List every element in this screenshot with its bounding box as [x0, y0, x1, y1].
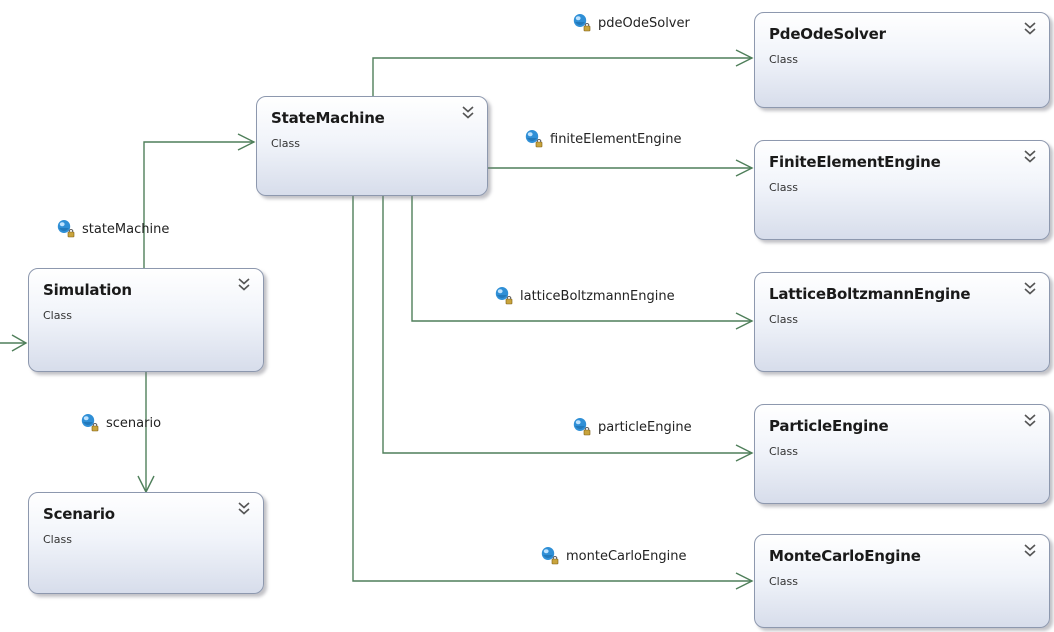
double-chevron-down-icon[interactable]: [1023, 543, 1037, 559]
arrowhead-finiteElementEngine: [735, 159, 754, 177]
association-name: particleEngine: [598, 419, 692, 435]
private-property-icon: [572, 417, 592, 437]
class-name: Scenario: [43, 505, 115, 523]
class-stereotype: Class: [769, 53, 798, 66]
class-stereotype: Class: [769, 181, 798, 194]
private-property-icon: [524, 129, 544, 149]
class-name: StateMachine: [271, 109, 385, 127]
class-stereotype: Class: [769, 575, 798, 588]
association-label-finiteElementEngine[interactable]: finiteElementEngine: [524, 128, 682, 150]
arrowhead-stateMachine: [237, 133, 256, 151]
class-stereotype: Class: [769, 445, 798, 458]
association-name: scenario: [106, 415, 162, 431]
double-chevron-down-icon[interactable]: [1023, 149, 1037, 165]
class-scenario[interactable]: Scenario Class: [28, 492, 264, 594]
private-property-icon: [494, 286, 514, 306]
association-name: finiteElementEngine: [550, 131, 682, 147]
connector-stateMachine: [143, 141, 254, 268]
double-chevron-down-icon[interactable]: [1023, 413, 1037, 429]
class-name: FiniteElementEngine: [769, 153, 941, 171]
class-stereotype: Class: [271, 137, 300, 150]
arrowhead-pdeOdeSolver: [735, 49, 754, 67]
arrowhead-particleEngine: [735, 444, 754, 462]
association-label-latticeBoltzmannEngine[interactable]: latticeBoltzmannEngine: [494, 285, 675, 307]
double-chevron-down-icon[interactable]: [461, 105, 475, 121]
class-simulation[interactable]: Simulation Class: [28, 268, 264, 372]
double-chevron-down-icon[interactable]: [1023, 281, 1037, 297]
private-property-icon: [540, 546, 560, 566]
class-name: ParticleEngine: [769, 417, 889, 435]
class-stereotype: Class: [769, 313, 798, 326]
connector-particleEngine: [382, 196, 752, 454]
class-latticeboltzmannengine[interactable]: LatticeBoltzmannEngine Class: [754, 272, 1050, 372]
class-statemachine[interactable]: StateMachine Class: [256, 96, 488, 196]
class-montecarloengine[interactable]: MonteCarloEngine Class: [754, 534, 1050, 628]
connector-monteCarloEngine: [352, 196, 752, 582]
association-label-scenario[interactable]: scenario: [80, 412, 161, 434]
connector-latticeBoltzmannEngine: [411, 196, 752, 322]
private-property-icon: [80, 413, 100, 433]
class-name: LatticeBoltzmannEngine: [769, 285, 971, 303]
association-label-pdeOdeSolver[interactable]: pdeOdeSolver: [572, 12, 690, 34]
double-chevron-down-icon[interactable]: [1023, 21, 1037, 37]
class-name: MonteCarloEngine: [769, 547, 921, 565]
class-stereotype: Class: [43, 533, 72, 546]
arrowhead-latticeBoltzmannEngine: [735, 312, 754, 330]
association-name: monteCarloEngine: [566, 548, 687, 564]
double-chevron-down-icon[interactable]: [237, 277, 251, 293]
association-name: latticeBoltzmannEngine: [520, 288, 675, 304]
association-label-monteCarloEngine[interactable]: monteCarloEngine: [540, 545, 686, 567]
association-label-particleEngine[interactable]: particleEngine: [572, 416, 692, 438]
class-name: PdeOdeSolver: [769, 25, 886, 43]
class-finiteelementengine[interactable]: FiniteElementEngine Class: [754, 140, 1050, 240]
class-stereotype: Class: [43, 309, 72, 322]
private-property-icon: [56, 219, 76, 239]
class-particleengine[interactable]: ParticleEngine Class: [754, 404, 1050, 504]
association-name: pdeOdeSolver: [598, 15, 690, 31]
association-label-stateMachine[interactable]: stateMachine: [56, 218, 169, 240]
class-name: Simulation: [43, 281, 132, 299]
arrowhead-monteCarloEngine: [735, 572, 754, 590]
class-pdeodesolver[interactable]: PdeOdeSolver Class: [754, 12, 1050, 108]
connector-pdeOdeSolver: [372, 57, 752, 96]
private-property-icon: [572, 13, 592, 33]
arrowhead-incoming-simulation: [11, 334, 28, 352]
double-chevron-down-icon[interactable]: [237, 501, 251, 517]
association-name: stateMachine: [82, 221, 170, 237]
